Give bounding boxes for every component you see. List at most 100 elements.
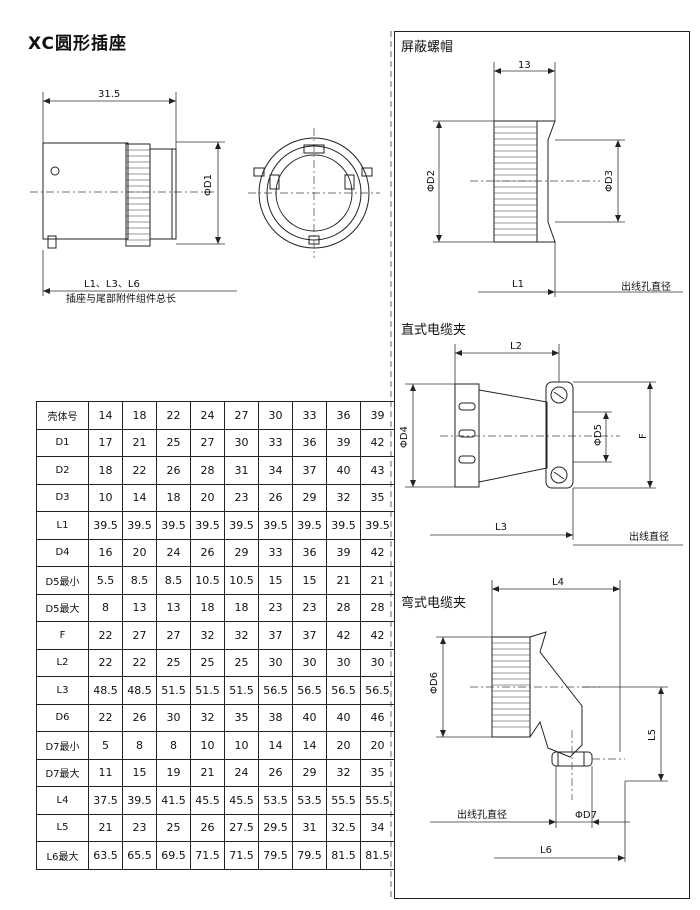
table-cell: 43	[360, 456, 395, 485]
table-cell: 65.5	[122, 841, 157, 870]
diameter-d5-label: ΦD5	[593, 424, 604, 446]
table-cell: 29.5	[258, 813, 293, 842]
table-cell: 33	[258, 428, 293, 457]
table-cell: 56.5	[292, 676, 327, 705]
diameter-d7-label: ΦD7	[575, 810, 597, 821]
table-cell: 39.5	[190, 511, 225, 540]
table-cell: 39.5	[292, 511, 327, 540]
table-cell: 26	[258, 483, 293, 512]
table-cell: 26	[122, 703, 157, 732]
straight-clamp-drawing: L2 ΦD4 ΦD5 F L3 出线直径	[399, 341, 683, 546]
table-cell: 26	[156, 456, 191, 485]
row-label: D7最小	[36, 731, 89, 760]
table-cell: 14	[122, 483, 157, 512]
diameter-d1-label: ΦD1	[203, 174, 214, 196]
table-cell: 30	[326, 648, 361, 677]
table-cell: 40	[326, 703, 361, 732]
diameter-d4-label: ΦD4	[399, 426, 410, 448]
shield-nut-drawing: 13 ΦD2 ΦD3 L1 出线孔直径	[426, 60, 683, 297]
table-cell: 42	[326, 621, 361, 650]
table-cell: 18	[88, 456, 123, 485]
table-cell: 31	[224, 456, 259, 485]
table-cell: 23	[292, 593, 327, 622]
straight-clamp-title: 直式电缆夹	[401, 322, 466, 338]
table-cell: 30	[156, 703, 191, 732]
table-cell: 30	[224, 428, 259, 457]
table-cell: 36	[292, 428, 327, 457]
table-cell: 30	[258, 401, 293, 430]
table-cell: 51.5	[156, 676, 191, 705]
row-label: D5最大	[36, 593, 89, 622]
row-label: L5	[36, 813, 89, 842]
table-cell: 8	[122, 731, 157, 760]
table-cell: 27	[156, 621, 191, 650]
table-cell: 37	[258, 621, 293, 650]
table-cell: 40	[292, 703, 327, 732]
table-cell: 46	[360, 703, 395, 732]
table-cell: 5.5	[88, 566, 123, 595]
diameter-d3-label: ΦD3	[604, 170, 615, 192]
table-cell: 25	[156, 648, 191, 677]
angled-clamp-title: 弯式电缆夹	[401, 595, 466, 611]
table-cell: 34	[258, 456, 293, 485]
table-cell: 5	[88, 731, 123, 760]
table-cell: 79.5	[258, 841, 293, 870]
angled-clamp-l4: L4	[552, 577, 564, 588]
table-cell: 33	[258, 538, 293, 567]
table-cell: 39	[326, 428, 361, 457]
table-cell: 23	[122, 813, 157, 842]
table-cell: 30	[292, 648, 327, 677]
table-cell: 8.5	[156, 566, 191, 595]
row-label: D1	[36, 428, 89, 457]
table-cell: 22	[88, 703, 123, 732]
table-cell: 20	[360, 731, 395, 760]
table-cell: 81.5	[360, 841, 395, 870]
table-cell: 40	[326, 456, 361, 485]
table-cell: 32	[190, 621, 225, 650]
table-cell: 79.5	[292, 841, 327, 870]
table-cell: 8	[88, 593, 123, 622]
shield-nut-width: 13	[518, 60, 531, 71]
table-cell: 19	[156, 758, 191, 787]
table-cell: 41.5	[156, 786, 191, 815]
table-cell: 55.5	[326, 786, 361, 815]
table-cell: 35	[224, 703, 259, 732]
table-cell: 56.5	[258, 676, 293, 705]
table-cell: 69.5	[156, 841, 191, 870]
shield-nut-exit-label: 出线孔直径	[621, 280, 671, 293]
table-cell: 28	[326, 593, 361, 622]
table-cell: 42	[360, 428, 395, 457]
table-cell: 29	[224, 538, 259, 567]
table-cell: 26	[190, 538, 225, 567]
table-cell: 25	[156, 428, 191, 457]
table-cell: 51.5	[224, 676, 259, 705]
table-cell: 56.5	[326, 676, 361, 705]
table-cell: 39	[326, 538, 361, 567]
table-cell: 42	[360, 621, 395, 650]
table-cell: 22	[122, 456, 157, 485]
table-cell: 21	[360, 566, 395, 595]
angled-clamp-l6: L6	[540, 845, 552, 856]
table-cell: 18	[156, 483, 191, 512]
table-cell: 21	[122, 428, 157, 457]
table-cell: 24	[156, 538, 191, 567]
table-cell: 48.5	[88, 676, 123, 705]
table-cell: 15	[292, 566, 327, 595]
row-label: 壳体号	[36, 401, 89, 430]
table-cell: 37	[292, 621, 327, 650]
table-cell: 35	[360, 483, 395, 512]
table-cell: 25	[190, 648, 225, 677]
table-cell: 39.5	[122, 786, 157, 815]
clamp-f-label: F	[638, 433, 649, 439]
row-label: D7最大	[36, 758, 89, 787]
table-cell: 45.5	[224, 786, 259, 815]
row-label: L4	[36, 786, 89, 815]
